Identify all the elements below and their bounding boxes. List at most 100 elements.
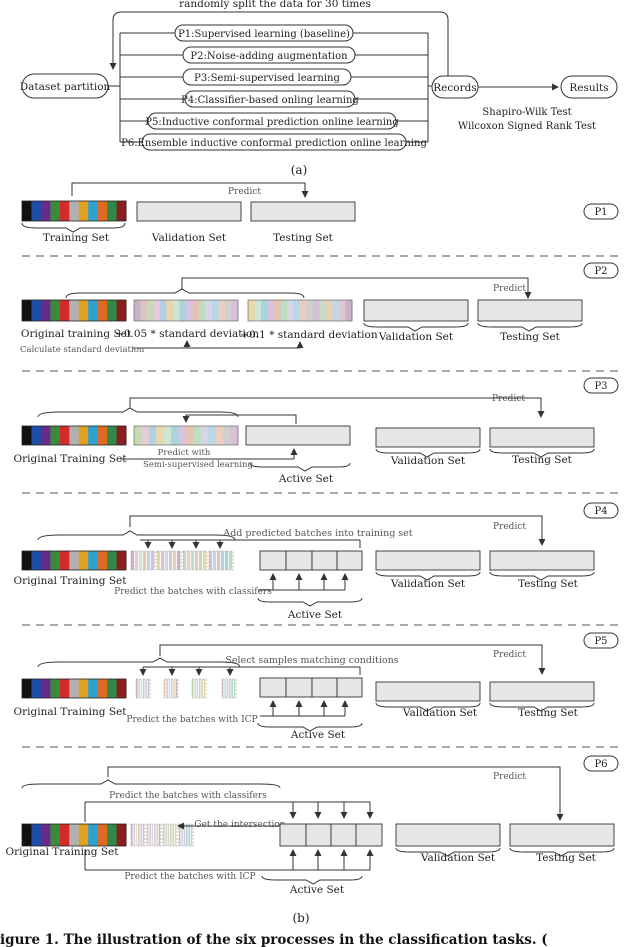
- p6-original-bar-stripe: [31, 824, 42, 846]
- p4-batch-stripe: [143, 551, 147, 570]
- dataset-partition-label: Dataset partition: [20, 81, 111, 93]
- p4-batch-stripe: [199, 551, 203, 570]
- p5-batch-stripe: [138, 679, 140, 698]
- process-box-p4: [184, 90, 356, 108]
- p5-batch: [163, 678, 179, 699]
- p3-pseudo-bar-stripe: [178, 426, 187, 445]
- p3-pseudo-bar-stripe: [134, 426, 142, 445]
- p4-original-bar-stripe: [22, 551, 32, 570]
- p5-batch-stripe: [233, 679, 236, 698]
- p2-noise-bar-1-stripe: [153, 300, 161, 321]
- p2-predict-label: Predict: [493, 284, 526, 294]
- p5-badge: [583, 632, 619, 649]
- p3-pseudo-bar-stripe: [230, 426, 239, 445]
- p5-batch: [191, 678, 207, 699]
- p2-noise-bar-1-stripe: [218, 300, 226, 321]
- p5-batch: [135, 678, 151, 699]
- p5-batch-stripe: [226, 679, 229, 698]
- p3-original-bar-stripe: [69, 426, 80, 445]
- p1-badge-label: P1: [594, 207, 607, 218]
- p3-panel: P3 Predict Original Training Set Predict…: [14, 377, 619, 485]
- p6-validation-label: Validation Set: [420, 852, 496, 864]
- p2-noise-bar-2-stripe: [254, 300, 262, 321]
- p5-batch-stripe: [229, 679, 231, 698]
- p3-pseudo-bar-stripe: [148, 426, 157, 445]
- p6-batch: [146, 823, 162, 847]
- p2-noise-bar-2-stripe: [345, 300, 353, 321]
- p6-intersection-label: Get the intersection: [194, 820, 285, 830]
- p6-batch-stripe: [163, 824, 165, 846]
- process-box-p3: [182, 68, 352, 86]
- p3-pseudo-bar-stripe: [200, 426, 209, 445]
- p6-batch-stripe: [142, 824, 145, 846]
- process-box-p6: [141, 133, 407, 151]
- p6-validation-box: [395, 823, 501, 847]
- p4-original-bar-stripe: [69, 551, 80, 570]
- p2-noise-bar-2-stripe: [287, 300, 294, 321]
- p6-batch-stripe: [138, 824, 140, 846]
- p1-training-bar: [21, 200, 127, 222]
- p5-select-label: Select samples matching conditions: [225, 655, 398, 666]
- records-label: Records: [433, 82, 476, 94]
- p2-calc-label: Calculate standard deviation: [20, 345, 145, 355]
- p5-batch-bars: [135, 678, 237, 699]
- p2-noise2-label: +0.1 * standard deviation: [240, 329, 377, 341]
- p5-active-boxes: [259, 677, 363, 698]
- p4-batch-stripe: [191, 551, 195, 570]
- p5-original-bar-stripe: [59, 679, 70, 698]
- p4-testing-label: Testing Set: [518, 578, 579, 590]
- p2-noise1-label: +0.05 * standard deviation: [115, 328, 259, 340]
- p6-batch-stripe: [167, 824, 170, 846]
- p3-original-bar-stripe: [50, 426, 61, 445]
- p2-original-bar-stripe: [22, 300, 32, 321]
- p4-original-bar-stripe: [31, 551, 42, 570]
- p5-batch-stripe: [140, 679, 143, 698]
- p5-original-bar-stripe: [40, 679, 51, 698]
- p5-batch-stripe: [199, 679, 201, 698]
- p2-noise-bar-2-stripe: [313, 300, 320, 321]
- p5-batches-label: Predict the batches with ICP: [126, 715, 257, 725]
- p2-noise-bar-1-stripe: [160, 300, 167, 321]
- p3-pseudo-bar-stripe: [215, 426, 224, 445]
- p1-training-bar-stripe: [69, 201, 80, 221]
- p2-badge: [583, 262, 619, 279]
- p6-batch-stripe: [186, 824, 188, 846]
- p5-original-bar-stripe: [50, 679, 61, 698]
- p2-original-bar-stripe: [40, 300, 51, 321]
- p2-noise-bar-1-stripe: [134, 300, 141, 321]
- p5-original-bar-stripe: [78, 679, 89, 698]
- results-box: [560, 75, 618, 99]
- test-label-shapiro: Shapiro-Wilk Test: [482, 107, 571, 118]
- p5-original-bar-stripe: [107, 679, 117, 698]
- p3-validation-box: [375, 427, 481, 448]
- p2-noise-bar-1-stripe: [140, 300, 148, 321]
- p2-original-bar-stripe: [69, 300, 80, 321]
- p6-original-bar-stripe: [50, 824, 61, 846]
- p5-original-bar-stripe: [88, 679, 99, 698]
- p3-original-label: Original Training Set: [14, 453, 128, 465]
- p3-pseudo-bar: [133, 425, 239, 446]
- p6-original-bar-stripe: [40, 824, 51, 846]
- p2-noise-bar-1-stripe: [166, 300, 174, 321]
- p4-active-boxes: [259, 550, 363, 571]
- p6-batch-stripe: [188, 824, 190, 846]
- p5-batch-stripe: [136, 679, 138, 698]
- p3-original-bar-stripe: [22, 426, 32, 445]
- p6-batch-stripe: [165, 824, 167, 846]
- p2-original-label: Original training Set: [21, 328, 132, 340]
- p1-predict-label: Predict: [228, 187, 261, 197]
- p3-original-bar-stripe: [78, 426, 89, 445]
- p6-original-bar-stripe: [22, 824, 32, 846]
- p6-panel: P6 Predict Predict the batches with clas…: [6, 755, 619, 896]
- p2-original-bar-stripe: [97, 300, 108, 321]
- figure-caption: igure 1. The illustration of the six pro…: [0, 932, 548, 947]
- p3-pseudo-bar-stripe: [171, 426, 179, 445]
- process-list: P1:Supervised learning (baseline) P2:Noi…: [120, 24, 428, 151]
- p2-noise-bar-1-stripe: [212, 300, 219, 321]
- p5-predict-label: Predict: [493, 650, 526, 660]
- p4-batch-stripe: [165, 551, 169, 570]
- p5-batch-stripe: [203, 679, 206, 698]
- p6-batch-stripe: [156, 824, 158, 846]
- p5-batch-stripe: [175, 679, 178, 698]
- p4-panel: P4 Predict Add predicted batches into tr…: [14, 502, 619, 621]
